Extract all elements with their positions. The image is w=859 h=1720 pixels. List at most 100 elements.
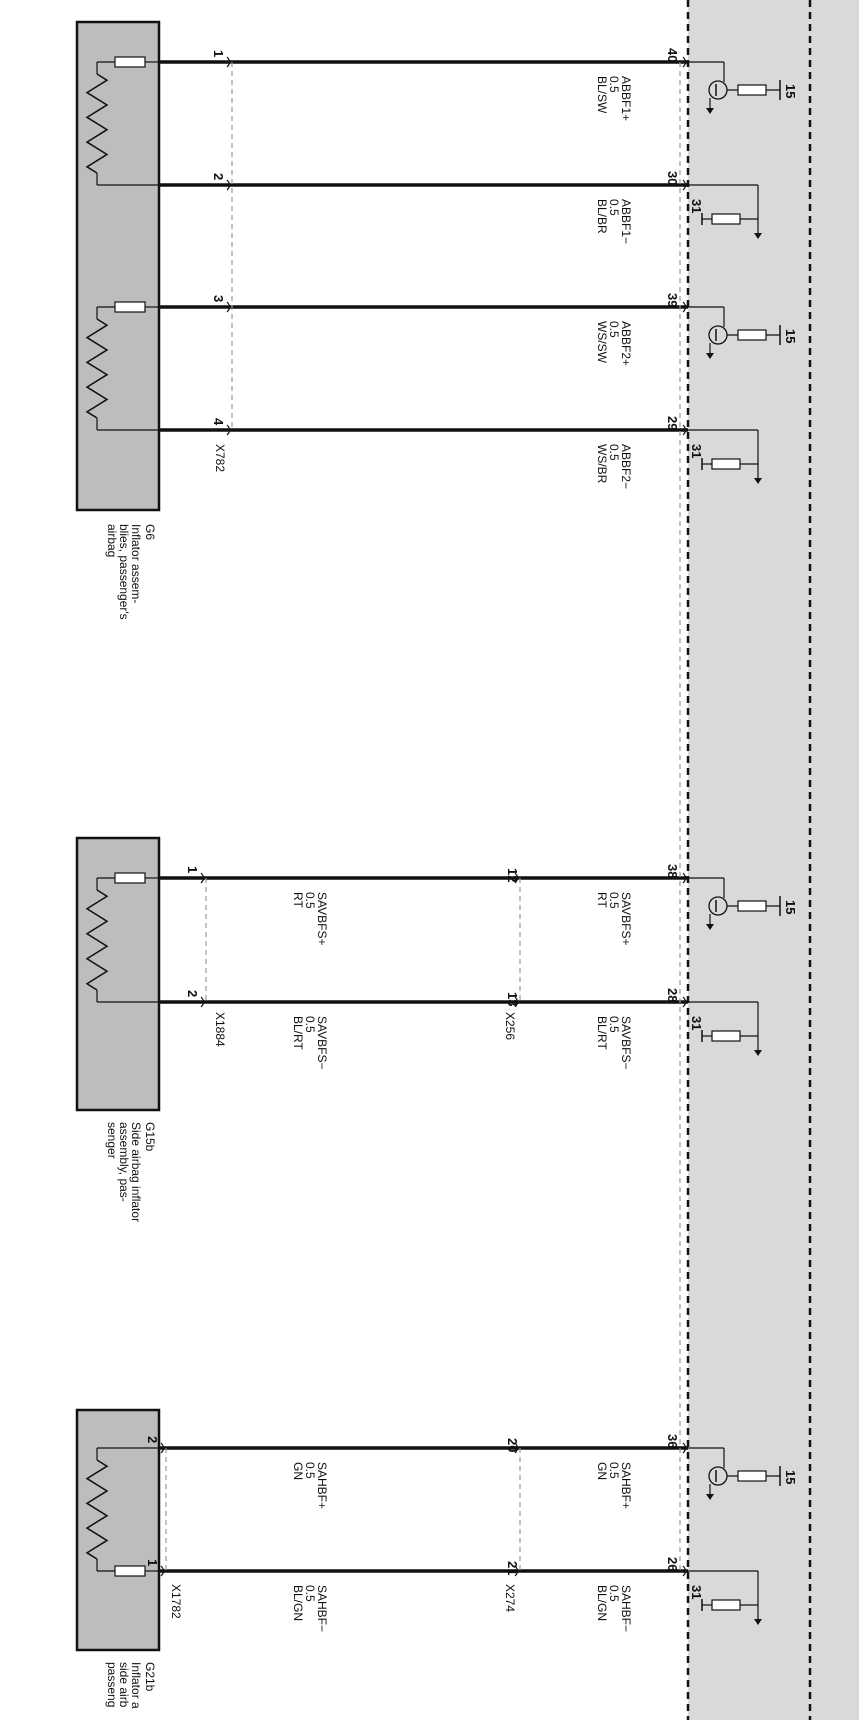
wire-gauge: 0.5: [607, 1016, 621, 1033]
resistor-symbol: [711, 458, 741, 470]
wire-gauge: 0.5: [303, 1016, 317, 1033]
connector-mark: [682, 179, 687, 191]
pin-number-inner: 13: [505, 992, 520, 1006]
fuse-symbol: [114, 56, 146, 68]
svg-text:side airb: side airb: [117, 1662, 131, 1708]
wire-color: BL/BR: [595, 199, 609, 234]
pin-number-ecu: 36: [665, 1434, 680, 1448]
signal-name: ABBF1−: [619, 199, 633, 244]
svg-text:airbag: airbag: [105, 524, 119, 557]
resistor-symbol: [737, 329, 767, 341]
pin-number-component: 1: [185, 866, 200, 873]
svg-text:passeng: passeng: [105, 1662, 119, 1707]
wire-label: ABBF2−0.5WS/BR: [595, 444, 633, 489]
pin-number-component: 1: [145, 1559, 160, 1566]
connector-mark: [682, 996, 687, 1008]
svg-text:Inflator assem-: Inflator assem-: [129, 524, 143, 603]
wire-gauge: 0.5: [303, 892, 317, 909]
connector-mark: [226, 301, 231, 313]
wire-gauge: 0.5: [607, 1585, 621, 1602]
terminal-label: 15: [783, 900, 798, 914]
connector-mark: [200, 996, 205, 1008]
pin-number-component: 2: [185, 990, 200, 997]
resistor-element: [85, 1459, 109, 1560]
pin-number-ecu: 39: [665, 293, 680, 307]
ecu-low-side-driver: 31: [688, 184, 762, 239]
connector-mark: [514, 1565, 519, 1577]
pin-number-inner: 12: [505, 868, 520, 882]
connector-label-x1782: X1782: [169, 1584, 183, 1619]
ecu-low-side-driver: 31: [688, 1001, 762, 1056]
ground-arrow: [754, 233, 762, 239]
terminal-label: 15: [783, 1470, 798, 1484]
wire-gauge: 0.5: [607, 321, 621, 338]
connector-mark: [226, 179, 231, 191]
inflator-element: [85, 301, 160, 431]
pin-number-inner: 20: [505, 1438, 520, 1452]
terminal-label: 15: [783, 329, 798, 343]
pin-number-inner: 21: [505, 1561, 520, 1575]
resistor-symbol: [737, 84, 767, 96]
terminal-label: 31: [689, 1585, 704, 1599]
svg-text:G21b: G21b: [143, 1662, 157, 1692]
wire-color: BL/RT: [291, 1016, 305, 1050]
wire-gauge: 0.5: [607, 444, 621, 461]
connector-boundaries: [165, 62, 681, 1571]
terminal-label: 31: [689, 444, 704, 458]
component-label-g6: G6 Inflator assem- blies, passenger's ai…: [105, 524, 157, 620]
component-label-g15b: G15b Side airbag inflator assembly, pas-…: [105, 1122, 157, 1222]
ecu-high-side-driver: 15: [688, 306, 798, 359]
wire-color: BL/GN: [291, 1585, 305, 1621]
pin-number-component: 2: [211, 173, 226, 180]
ground-arrow: [754, 1050, 762, 1056]
ecu-low-side-driver: 31: [688, 1570, 762, 1625]
signal-name: SAVBFS+: [619, 892, 633, 945]
resistor-symbol: [737, 1470, 767, 1482]
terminal-label: 31: [689, 1016, 704, 1030]
ground-arrow: [754, 1619, 762, 1625]
wire-color: BL/RT: [595, 1016, 609, 1050]
wire-color: RT: [595, 892, 609, 908]
signal-name: ABBF2+: [619, 321, 633, 366]
terminal-label: 31: [689, 199, 704, 213]
wire-label: SAHBF+0.5GN: [595, 1462, 633, 1509]
wire-label: SAHBF−0.5BL/GN: [595, 1585, 633, 1632]
svg-text:senger: senger: [105, 1122, 119, 1159]
component-label-g21b: G21b Inflator a side airb passeng: [105, 1662, 157, 1709]
ground-arrow: [706, 924, 714, 930]
connector-mark: [160, 1565, 165, 1577]
signal-name: SAHBF+: [619, 1462, 633, 1509]
control-unit-area: [688, 0, 859, 1720]
component-g6: [75, 20, 161, 512]
connector-mark: [514, 1442, 519, 1454]
resistor-symbol: [711, 1599, 741, 1611]
wire-gauge: 0.5: [303, 1585, 317, 1602]
connector-label-x782: X782: [213, 444, 227, 472]
svg-text:G15b: G15b: [143, 1122, 157, 1152]
inflator-element: [85, 1447, 160, 1577]
terminal-label: 15: [783, 84, 798, 98]
connector-mark: [514, 872, 519, 884]
connector-mark: [514, 996, 519, 1008]
connector-mark: [682, 301, 687, 313]
wire-color: WS/SW: [595, 321, 609, 364]
wire-label: ABBF1−0.5BL/BR: [595, 199, 633, 244]
wire-label: ABBF1+0.5BL/SW: [595, 76, 633, 121]
wire-label-mid: SAHBF−0.5BL/GN: [291, 1585, 329, 1632]
svg-text:assembly, pas-: assembly, pas-: [117, 1122, 131, 1202]
resistor-symbol: [711, 213, 741, 225]
wire-color: WS/BR: [595, 444, 609, 484]
signal-name: SAVBFS+: [315, 892, 329, 945]
fuse-symbol: [114, 1565, 146, 1577]
svg-text:blies, passenger's: blies, passenger's: [117, 524, 131, 620]
resistor-element: [85, 73, 109, 174]
signal-name: SAHBF−: [619, 1585, 633, 1632]
pin-number-ecu: 26: [665, 1557, 680, 1571]
